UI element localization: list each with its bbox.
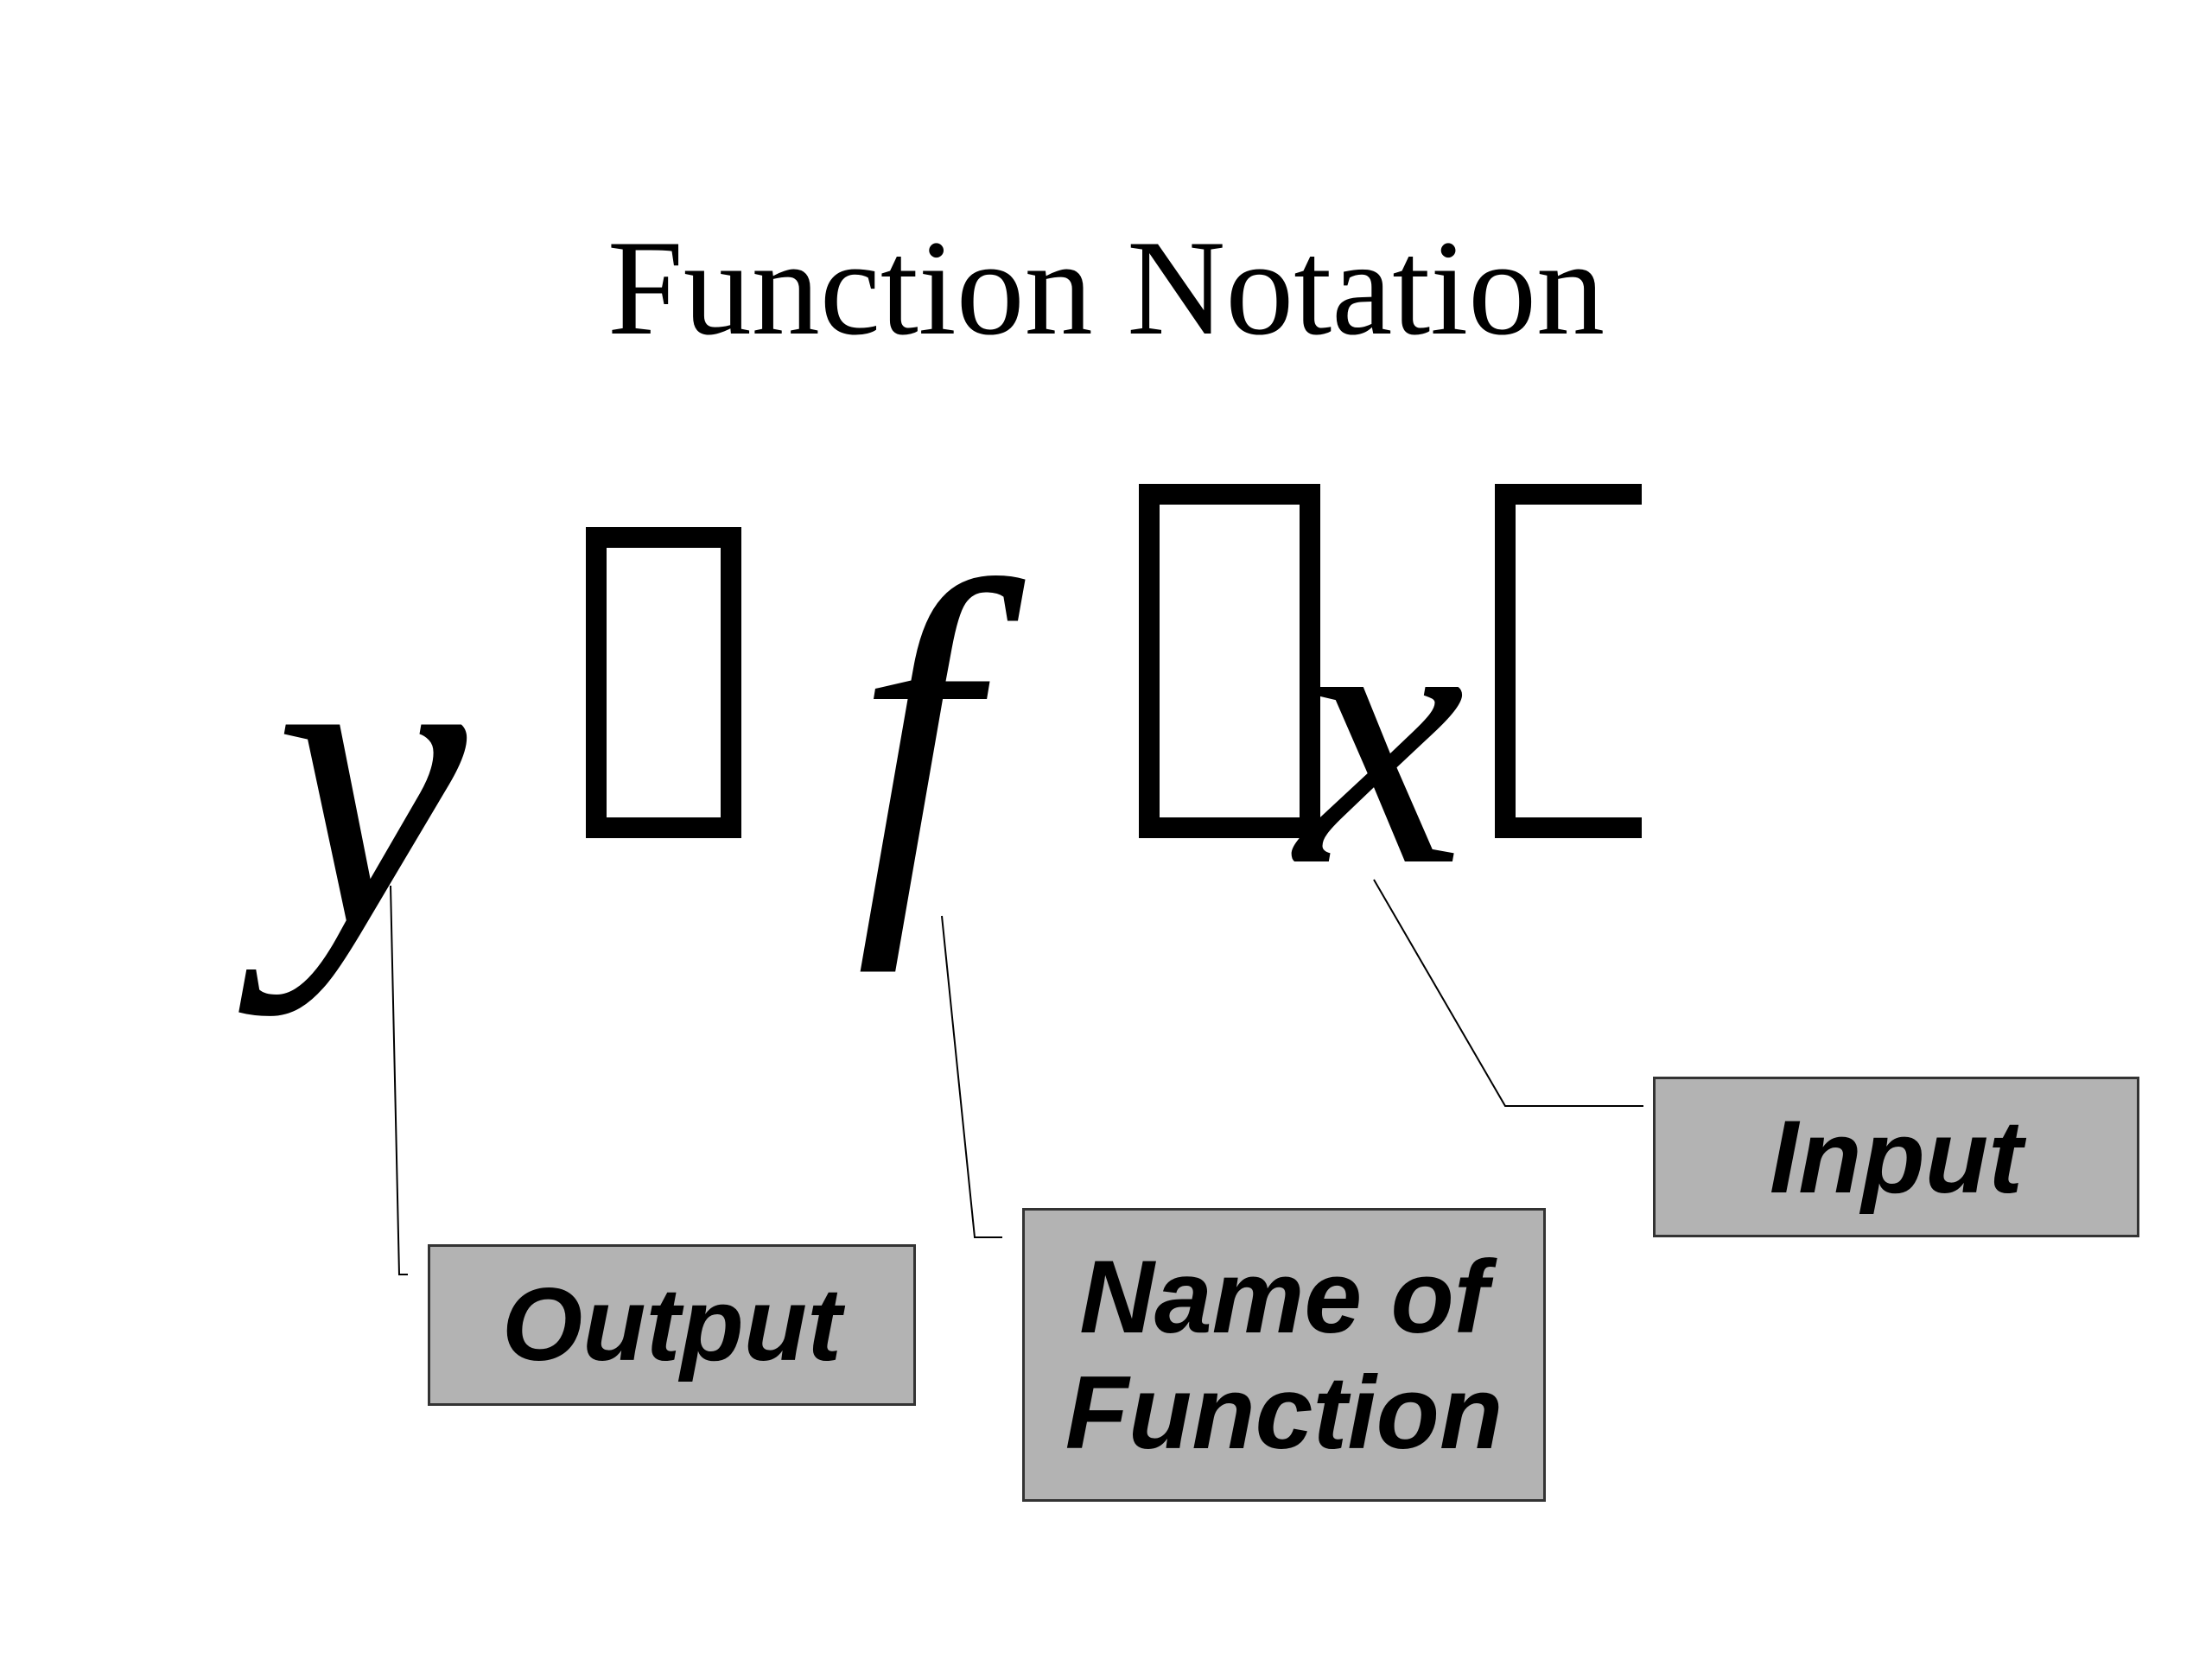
diagram-title: Function Notation: [607, 213, 1605, 364]
input-variable: x: [1296, 524, 1465, 944]
output-leader-line: [390, 885, 408, 1275]
function-name-label-text: Name of Function: [1065, 1238, 1503, 1471]
output-label: Output: [428, 1244, 916, 1406]
function-leader-line: [941, 915, 1002, 1238]
input-leader-line: [1373, 879, 1643, 1107]
output-label-text: Output: [501, 1267, 842, 1383]
input-label-text: Input: [1769, 1098, 2024, 1215]
missing-glyph-box-open-paren: [1139, 484, 1320, 838]
output-variable: y: [275, 538, 467, 1017]
missing-glyph-bracket-close-paren: [1495, 484, 1642, 838]
input-label: Input: [1653, 1077, 2139, 1237]
function-name-label: Name of Function: [1022, 1208, 1546, 1502]
missing-glyph-box-equals: [586, 527, 741, 838]
function-variable: f: [855, 495, 976, 974]
